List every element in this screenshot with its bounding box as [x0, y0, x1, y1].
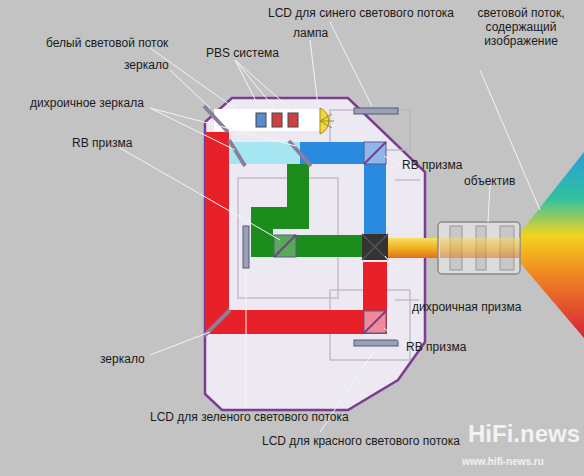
lcd-panel: [243, 226, 249, 268]
rb-prism: [364, 311, 386, 333]
mirror: [204, 310, 230, 336]
callout-label: белый световой поток: [46, 36, 168, 50]
callout-label: дихроичная призма: [412, 300, 521, 314]
callout-label: зеркало: [124, 58, 169, 72]
callout-label: дихроичное зеркала: [30, 96, 144, 110]
white-beam: [214, 109, 320, 131]
watermark: www.hifi-news.ru: [462, 456, 544, 468]
callout-label: LCD для красного светового потока: [262, 434, 460, 448]
prism-diagonal: [362, 234, 388, 260]
callout-label: зеркало: [100, 352, 145, 366]
callout-label: RB призма: [406, 340, 466, 354]
rb-prism: [364, 142, 386, 164]
lamp: [320, 108, 334, 134]
dichroic-prism: [362, 234, 388, 260]
mirror: [204, 106, 228, 132]
lcd-panel: [354, 340, 398, 346]
projected-cone: [516, 152, 584, 338]
dichroic-mirror: [229, 140, 245, 166]
callout-label: LCD для синего светового потока: [268, 6, 454, 20]
callout-label: PBS система: [206, 46, 279, 60]
callout-label: RB призма: [402, 158, 462, 172]
callout-label: RB призма: [72, 136, 132, 150]
pbs-system: [256, 113, 298, 127]
watermark: HiFi.news: [468, 420, 580, 448]
callout-label: объектив: [464, 174, 515, 188]
prism-diagonal: [362, 234, 388, 260]
green-beam: [262, 164, 364, 246]
lcd-panel: [354, 108, 398, 114]
callout-label: LCD для зеленого светового потока: [150, 410, 349, 424]
objective-lens: [438, 222, 520, 274]
leader-line: [120, 22, 540, 432]
red-beam: [217, 132, 375, 322]
callout-label: световой поток, содержащий изображение: [462, 6, 580, 48]
callout-label: лампа: [293, 26, 328, 40]
image-beam: [388, 238, 444, 258]
